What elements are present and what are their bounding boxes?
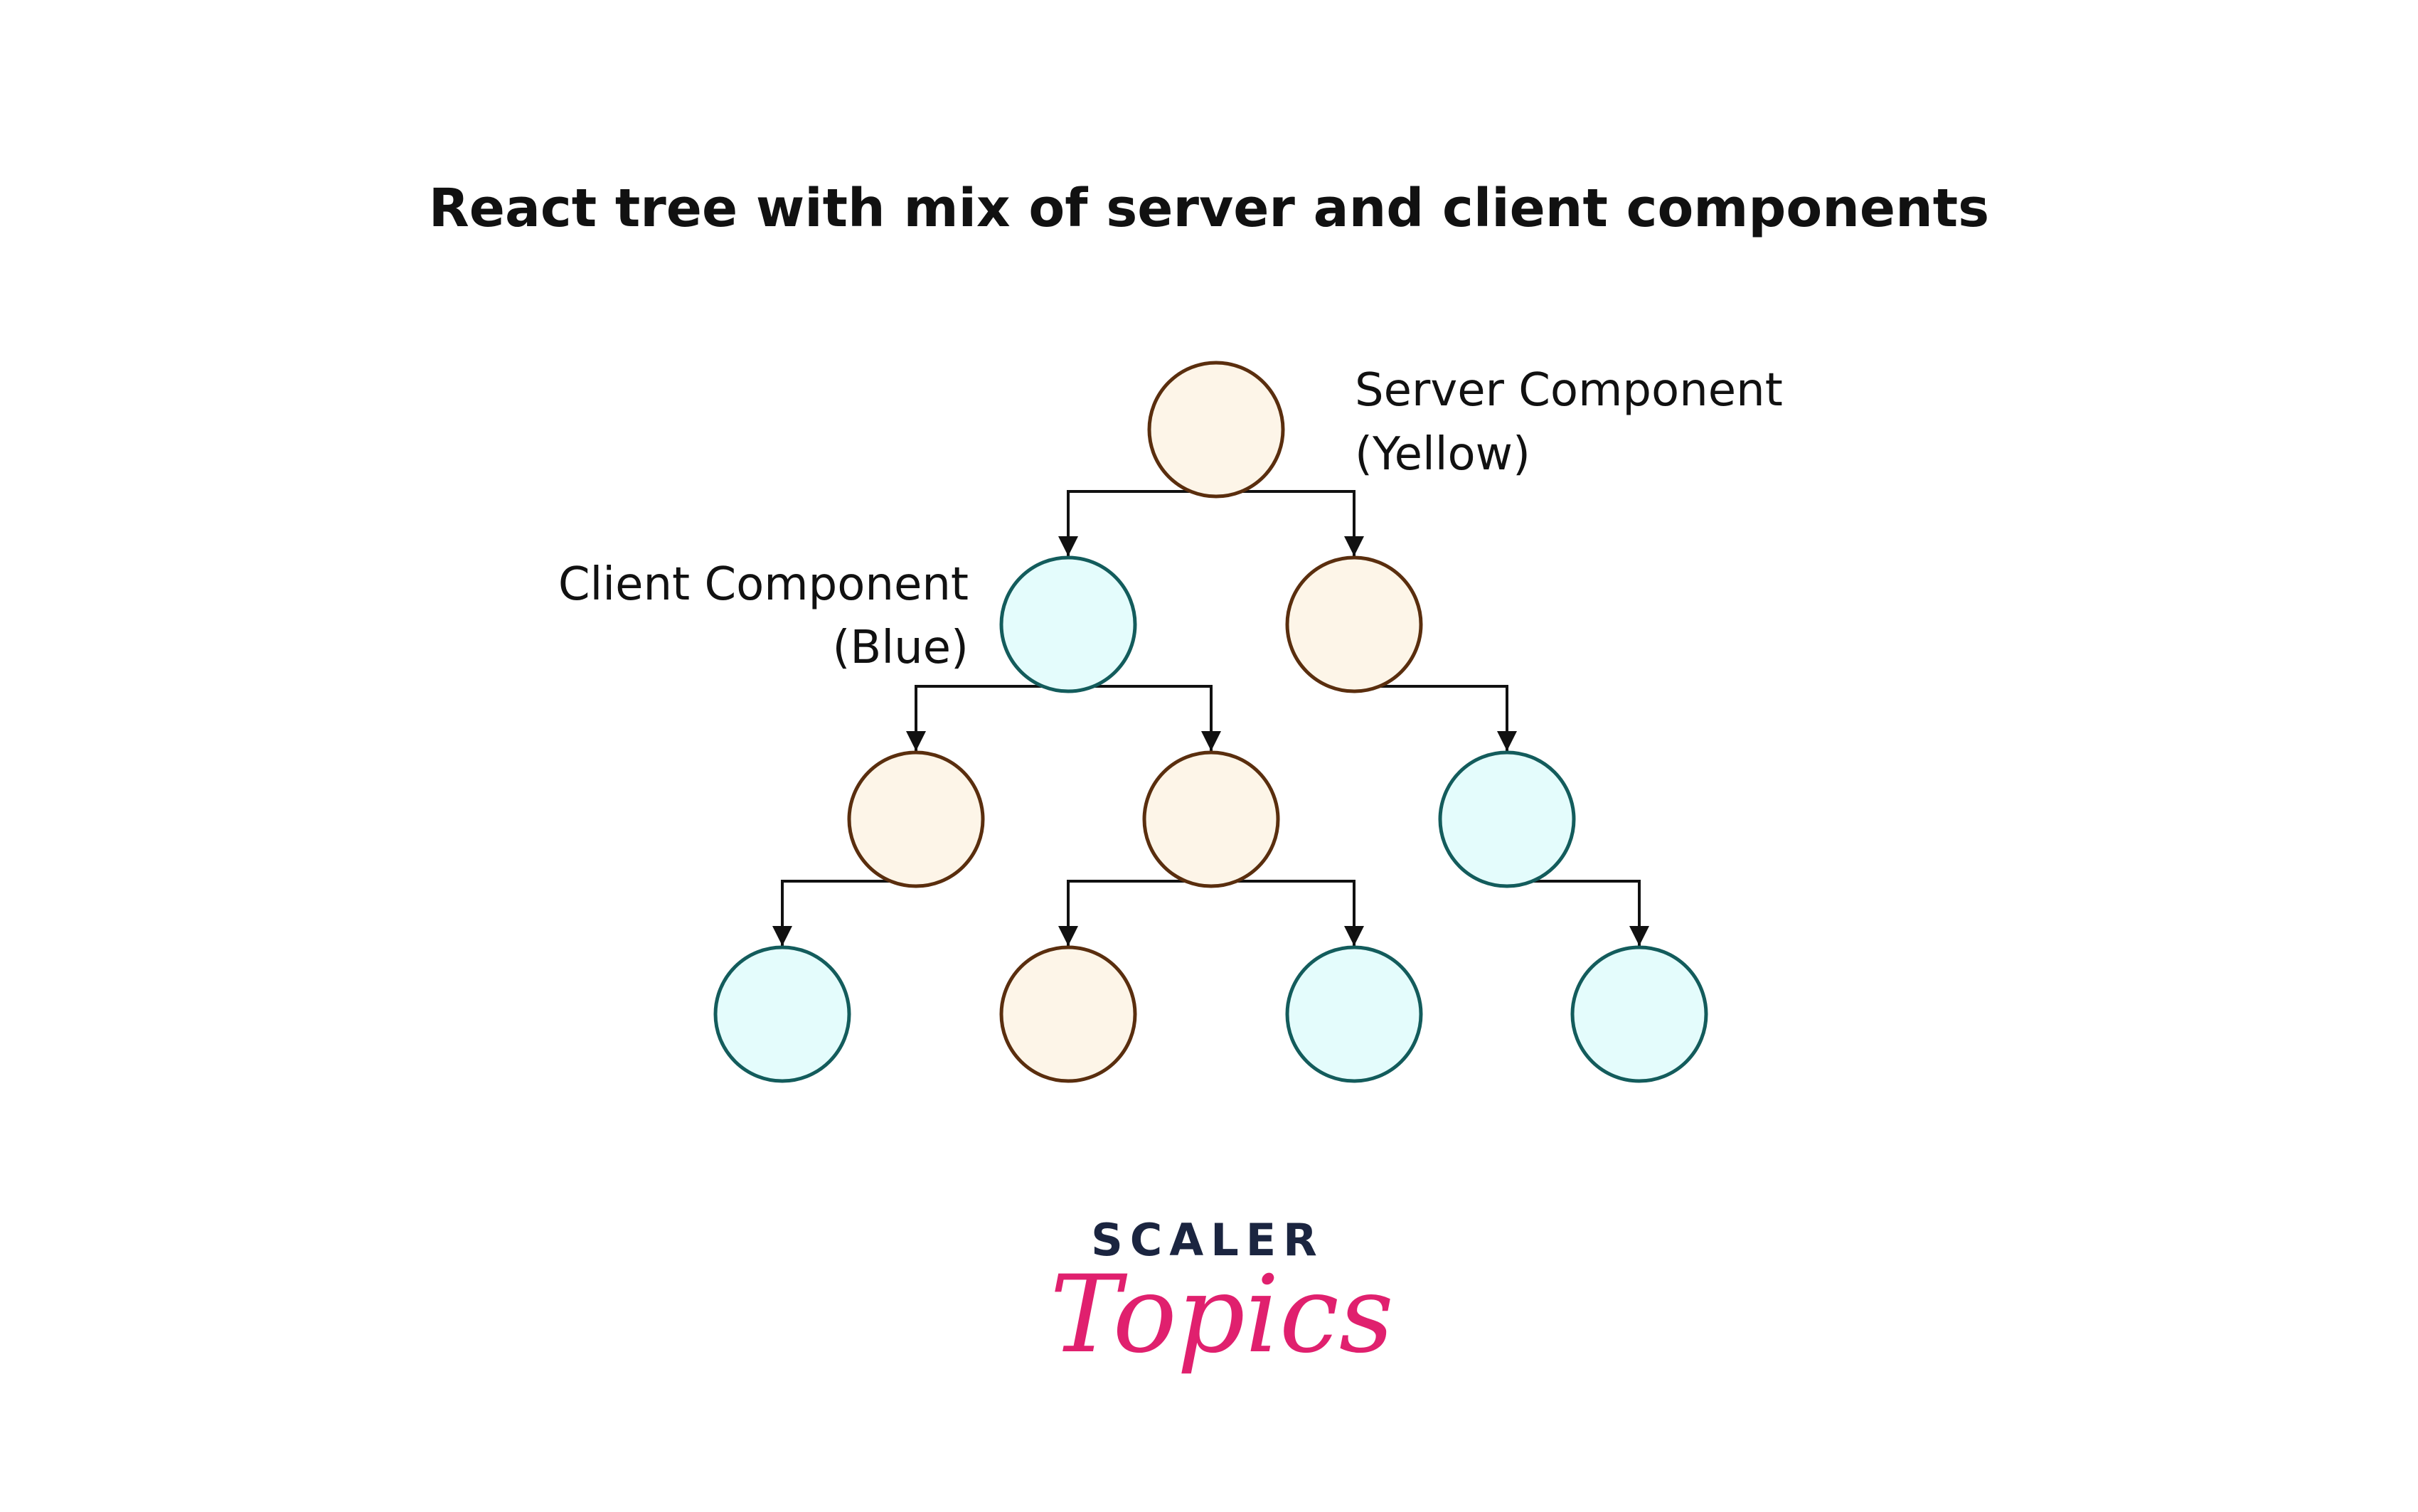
client-component-node-level2-c (1438, 750, 1576, 888)
scaler-topics-logo: SCALER Topics (1050, 1214, 1394, 1377)
server-component-label: Server Component (1355, 364, 1783, 417)
client-component-node-level1-left (999, 555, 1137, 693)
edge-level2-a-to-level3-a (772, 880, 917, 946)
edge-level2-b-to-level3-c (1210, 880, 1364, 946)
edge-level2-c-to-level3-d (1506, 880, 1649, 946)
diagram-title: React tree with mix of server and client… (429, 178, 1989, 239)
server-component-node-level2-b (1142, 750, 1280, 888)
edge-root-to-level1-right (1215, 490, 1364, 556)
server-component-node-level3-b (999, 945, 1137, 1083)
client-component-label: Client Component (558, 558, 969, 611)
tree-nodes (713, 361, 1708, 1083)
server-component-node-level2-a (847, 750, 985, 888)
logo-brand-text: SCALER (1091, 1214, 1324, 1266)
logo-product-text: Topics (1050, 1253, 1394, 1377)
client-component-legend: Client Component (Blue) (558, 558, 969, 674)
server-component-node-level1-right (1285, 555, 1423, 693)
server-component-legend: Server Component (Yellow) (1355, 364, 1783, 481)
server-component-color-label: (Yellow) (1355, 428, 1530, 481)
client-component-color-label: (Blue) (832, 622, 969, 674)
edge-level1-right-to-level2-c (1353, 685, 1517, 751)
edge-level1-left-to-level2-a (906, 685, 1070, 751)
client-component-node-level3-c (1285, 945, 1423, 1083)
client-component-node-level3-d (1570, 945, 1708, 1083)
edge-level1-left-to-level2-b (1067, 685, 1221, 751)
edge-root-to-level1-left (1058, 490, 1218, 556)
edge-level2-b-to-level3-b (1058, 880, 1213, 946)
client-component-node-level3-a (713, 945, 851, 1083)
server-component-node-root (1147, 361, 1285, 499)
